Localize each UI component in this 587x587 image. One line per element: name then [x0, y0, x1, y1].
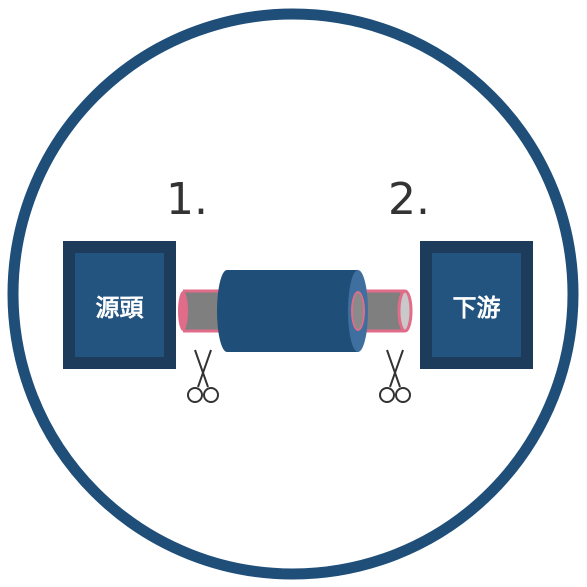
scissors-icon [379, 349, 411, 403]
downstream-box-label: 下游 [452, 293, 501, 322]
scissors-icon [187, 349, 219, 403]
step-label-2: 2. [388, 174, 430, 225]
source-box: 源頭 [63, 241, 176, 369]
source-box-inner: 源頭 [75, 253, 164, 357]
cable-jacket [217, 270, 368, 352]
downstream-box: 下游 [420, 241, 533, 369]
source-box-label: 源頭 [95, 293, 144, 322]
downstream-box-inner: 下游 [432, 253, 521, 357]
step-label-1: 1. [166, 174, 208, 225]
